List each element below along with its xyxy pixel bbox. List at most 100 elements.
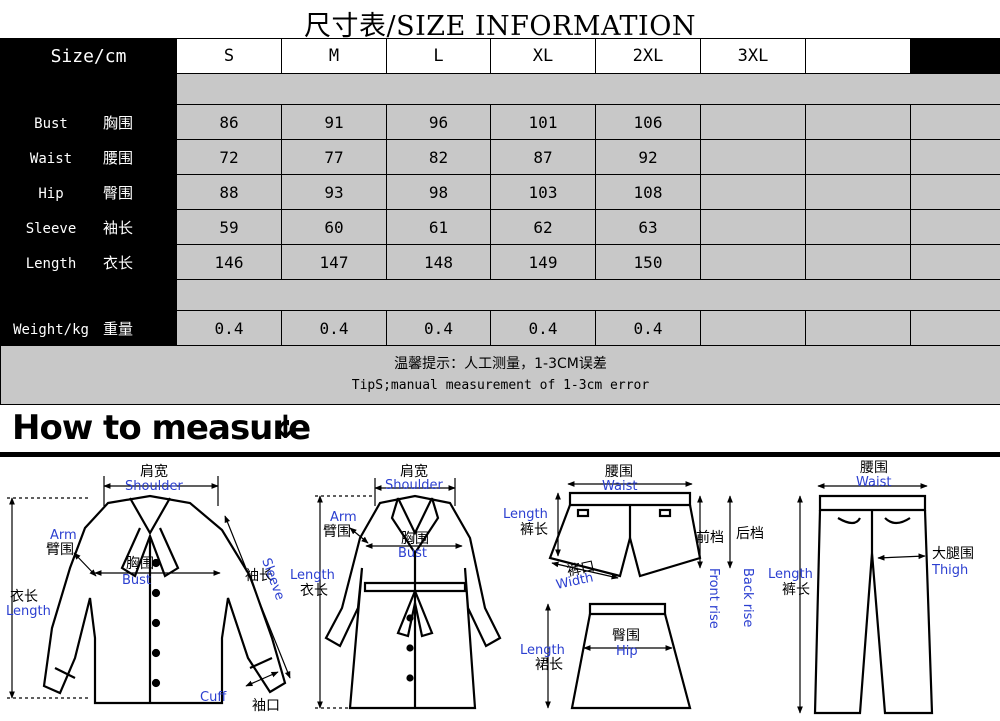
skirt-hip-cn: 臀围 [612,628,640,644]
row-label-cn: 腰围 [103,148,134,167]
spacer-cell [176,73,1000,105]
size-col-header: M [281,38,387,74]
empty-header-cell [805,38,911,74]
table-cell [910,174,1000,210]
shorts-guides [551,481,733,580]
shorts-waist-en: Waist [602,479,637,494]
spacer-cell [176,279,1000,311]
table-cell: 91 [281,104,387,140]
table-cell: 86 [176,104,282,140]
shirt-length-en: Length [6,604,51,619]
pants-diagram [813,494,934,715]
table-cell [910,244,1000,280]
skirt-diagram [570,602,692,710]
table-cell: 150 [595,244,701,280]
shirt-diagram [42,494,287,705]
coat-arm-en: Arm [330,510,357,525]
shirt-length-cn: 衣长 [10,589,38,605]
tips-en: TipS;manual measurement of 1-3cm error [351,378,650,393]
table-cell: 0.4 [386,310,491,346]
size-col-header: L [386,38,491,74]
spacer-row [0,73,1000,105]
coat-shoulder-cn: 肩宽 [400,463,428,480]
shirt-cuff-cn: 袖口 [252,698,280,714]
table-cell [910,104,1000,140]
table-cell [910,139,1000,175]
row-label: Waist 腰围 [0,139,177,175]
size-col-header: S [176,38,282,74]
pants-length-en: Length [768,567,813,582]
shirt-cuff-en: Cuff [200,690,227,705]
row-label-cn: 袖长 [103,218,134,237]
table-cell: 101 [490,104,596,140]
pants-thigh-en: Thigh [931,563,968,578]
table-cell [700,310,806,346]
page-title: 尺寸表/SIZE INFORMATION [304,11,696,42]
skirt-guides [545,603,673,709]
shorts-width-cn: 裤口 [566,558,597,579]
table-cell: 0.4 [490,310,596,346]
table-cell: 92 [595,139,701,175]
table-cell: 106 [595,104,701,140]
skirt-length-en: Length [520,643,565,658]
shorts-width-en: Width [555,570,595,593]
table-cell: 61 [386,209,491,245]
row-label-en: Sleeve [25,220,77,237]
table-cell: 103 [490,174,596,210]
table-cell: 0.4 [281,310,387,346]
pants-length-cn: 裤长 [782,582,810,598]
shorts-back-cn: 后档 [736,526,764,542]
row-label-cn: 臀围 [103,183,134,202]
size-header-row: Size/cm S M L XL 2XL 3XL [0,38,1000,74]
row-label: Sleeve 袖长 [0,209,177,245]
row-label-en: Length [25,255,77,272]
table-cell [805,244,911,280]
empty-header-cell [910,38,1000,74]
table-cell: 0.4 [176,310,282,346]
table-cell: 87 [490,139,596,175]
coat-length-cn: 衣长 [300,583,328,599]
table-cell: 148 [386,244,491,280]
table-cell [805,310,911,346]
row-label-en: Waist [29,150,73,167]
table-cell [805,174,911,210]
size-col-header: 3XL [700,38,806,74]
tips-row: 温馨提示：人工测量，1-3CM误差 TipS;manual measuremen… [0,345,1000,405]
coat-diagram [324,494,502,710]
spacer-row [0,279,1000,311]
shirt-bust-en: Bust [122,573,151,588]
shirt-bust-cn: 胸围 [126,556,154,572]
pants-thigh-cn: 大腿围 [932,546,974,562]
table-cell [700,139,806,175]
table-cell [805,139,911,175]
divider [0,452,1000,457]
spacer-cell [0,279,177,311]
how-to-measure-heading: How to measure [12,408,311,448]
table-cell [700,104,806,140]
coat-bust-cn: 胸围 [401,531,429,547]
table-cell: 98 [386,174,491,210]
shorts-front-rise-en: Front rise [706,568,721,629]
table-cell: 146 [176,244,282,280]
shorts-waist-cn: 腰围 [605,464,633,480]
row-label-cn: 重量 [103,319,134,338]
table-cell [805,104,911,140]
table-cell [700,209,806,245]
size-unit-label: Size/cm [0,38,177,74]
table-cell: 108 [595,174,701,210]
coat-shoulder-en: Shoulder [385,478,444,493]
shirt-sleeve-cn: 袖长 [245,568,273,584]
row-label-en: Bust [34,115,68,132]
pants-guides [797,483,928,714]
table-cell: 77 [281,139,387,175]
spacer-cell [0,73,177,105]
table-cell: 96 [386,104,491,140]
